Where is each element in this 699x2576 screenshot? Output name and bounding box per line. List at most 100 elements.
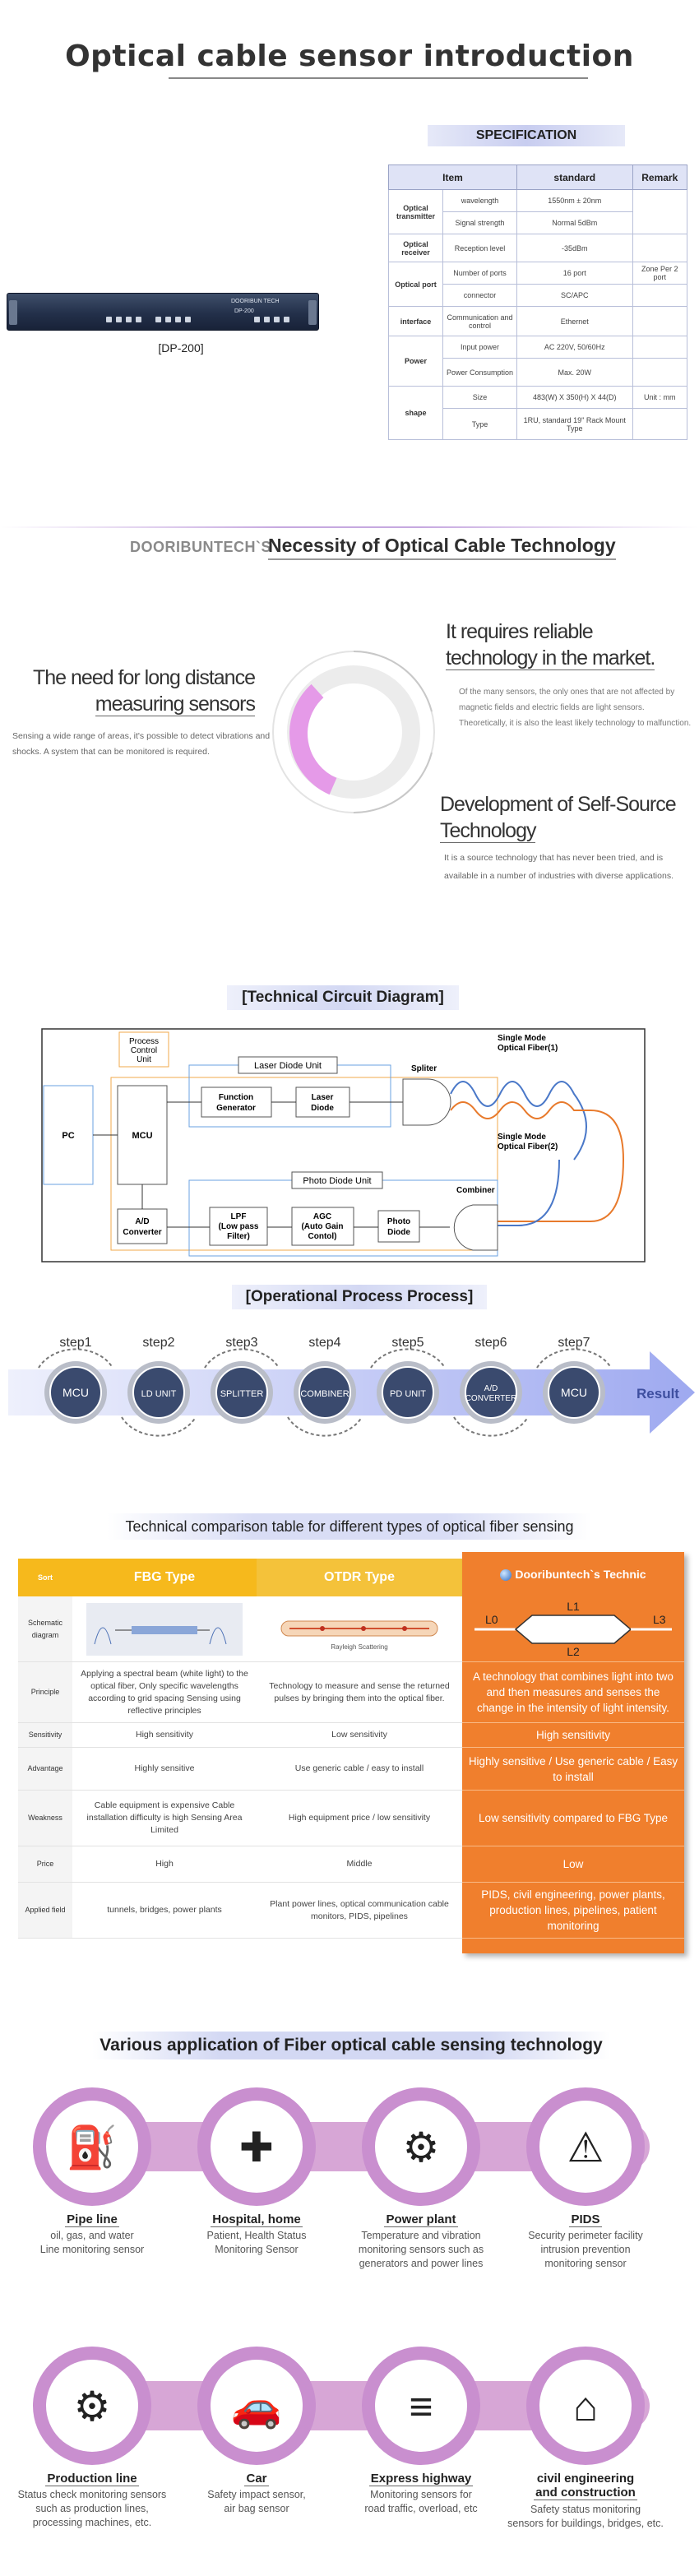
device-caption: [DP-200] bbox=[158, 341, 204, 354]
fiber-1 bbox=[450, 1081, 587, 1161]
rack-ear-left bbox=[9, 300, 17, 325]
sort-header: Sort bbox=[18, 1559, 72, 1596]
doori-l0: L0 bbox=[485, 1613, 498, 1626]
app-circle bbox=[375, 2101, 467, 2193]
step-arc bbox=[453, 1416, 529, 1437]
intruder-icon: ⚠ bbox=[567, 2124, 604, 2171]
need-title-line-2: measuring sensors bbox=[16, 691, 256, 717]
fiber2-label: Single Mode bbox=[498, 1133, 546, 1142]
reliable-title-underlined: technology in the market. bbox=[446, 646, 655, 670]
app-circle bbox=[46, 2101, 138, 2193]
process-control-box bbox=[118, 1031, 169, 1068]
fbg-cell bbox=[72, 1596, 257, 1662]
fbg-fiber bbox=[132, 1625, 197, 1634]
step-circle bbox=[382, 1366, 434, 1419]
splitter-shape bbox=[402, 1078, 451, 1126]
table-cell: Ethernet bbox=[516, 306, 633, 336]
step-arc bbox=[38, 1348, 113, 1369]
bridge-icon: ⌂ bbox=[573, 2384, 598, 2430]
fiber1-label: Single Mode bbox=[498, 1034, 546, 1043]
table-cell: Size bbox=[442, 386, 517, 409]
ring-arc-top bbox=[353, 650, 433, 712]
otdr-scatter-dot bbox=[320, 1625, 325, 1631]
doori-l2: L2 bbox=[567, 1645, 580, 1658]
table-cell bbox=[632, 189, 687, 234]
globe-icon bbox=[500, 1569, 512, 1582]
table-cell: Input power bbox=[442, 336, 517, 359]
table-cell: Communication and control bbox=[442, 306, 517, 336]
table-cell: Optical port bbox=[388, 262, 443, 307]
table-row: shape Size 483(W) X 350(H) X 44(D) Unit … bbox=[388, 386, 687, 440]
app-description-line: Security perimeter facility bbox=[528, 2230, 643, 2241]
table-cell: Max. 20W bbox=[516, 358, 633, 387]
device-port bbox=[155, 317, 161, 322]
result-label: Result bbox=[637, 1386, 679, 1402]
app-description-line: generators and power lines bbox=[359, 2258, 484, 2269]
function-generator-label: Generator bbox=[216, 1104, 256, 1113]
car-icon: 🚗 bbox=[231, 2384, 282, 2430]
device-brand: DOORIBUN TECH bbox=[231, 299, 280, 304]
photo-diode-box bbox=[377, 1210, 420, 1243]
row-label: Sensitivity bbox=[18, 1723, 72, 1748]
photo-diode-label: Photo bbox=[387, 1217, 410, 1226]
agc-label: AGC bbox=[313, 1212, 331, 1221]
app-description: Safety impact sensor,air bag sensor bbox=[170, 2488, 343, 2516]
app-title-line: civil engineering bbox=[536, 2472, 635, 2486]
row-label: Advantage bbox=[18, 1748, 72, 1791]
step-label: CONVERTER bbox=[465, 1394, 517, 1403]
step-arc bbox=[121, 1416, 197, 1437]
lpf-label: (Low pass bbox=[219, 1222, 259, 1231]
process-control-label: Control bbox=[131, 1046, 157, 1055]
applications-graphic: ⛽✚⚙⚠⚙🚗≡⌂ bbox=[33, 2087, 650, 2465]
app-description-line: Safety impact sensor, bbox=[207, 2489, 306, 2500]
table-cell: 16 port bbox=[516, 262, 633, 285]
photo-unit-label: Photo Diode Unit bbox=[303, 1176, 371, 1186]
applications-heading: Various application of Fiber optical cab… bbox=[92, 2032, 610, 2059]
step-label: MCU bbox=[62, 1386, 89, 1399]
app-title: Production line bbox=[10, 2472, 174, 2486]
app-description-line: road traffic, overload, etc bbox=[364, 2503, 478, 2514]
reliable-title: It requires reliable technology in the m… bbox=[446, 619, 692, 671]
row-label: Principle bbox=[18, 1662, 72, 1723]
factory-icon: ⚙ bbox=[403, 2124, 440, 2171]
circuit-heading: [Technical Circuit Diagram] bbox=[227, 985, 459, 1010]
step-label: SPLITTER bbox=[220, 1389, 264, 1399]
step-circle bbox=[548, 1366, 600, 1419]
laser-diode-box bbox=[295, 1086, 350, 1118]
table-cell: Optical transmitter bbox=[388, 189, 443, 234]
pc-label: PC bbox=[62, 1131, 74, 1141]
row-label: Schematic diagram bbox=[18, 1596, 72, 1662]
fbg-cell: High bbox=[72, 1846, 257, 1883]
device-port bbox=[126, 317, 132, 322]
doori-l3: L3 bbox=[653, 1613, 666, 1626]
app-title-text: Pipe line bbox=[65, 2212, 119, 2227]
lpf-label: LPF bbox=[231, 1212, 247, 1221]
otdr-cell: Middle bbox=[257, 1846, 462, 1883]
app-title: Power plant bbox=[339, 2212, 503, 2227]
step-arc bbox=[536, 1348, 612, 1369]
process-control-label: Process bbox=[129, 1037, 159, 1046]
row-label: Price bbox=[18, 1846, 72, 1883]
reliable-title-line-2: technology in the market. bbox=[446, 645, 692, 671]
table-cell: AC 220V, 50/60Hz bbox=[516, 336, 633, 359]
otdr-diagram: Rayleigh Scattering bbox=[280, 1620, 438, 1651]
agc-label: Contol) bbox=[308, 1232, 337, 1241]
table-cell: Reception level bbox=[442, 234, 517, 262]
agc-box bbox=[291, 1207, 354, 1246]
page-title: Optical cable sensor introduction bbox=[65, 39, 634, 73]
table-cell: connector bbox=[442, 284, 517, 307]
device-port bbox=[175, 317, 181, 322]
fbg-cell: High sensitivity bbox=[72, 1723, 257, 1748]
specification-table: Item standard Remark Optical transmitter… bbox=[388, 164, 687, 440]
fbg-spectrum-2 bbox=[209, 1627, 227, 1644]
necessity-title: Necessity of Optical Cable Technology bbox=[268, 535, 616, 560]
table-cell: wavelength bbox=[442, 189, 517, 212]
app-description-line: such as production lines, bbox=[35, 2503, 149, 2514]
device-model: DP-200 bbox=[234, 308, 254, 314]
agc-label: (Auto Gain bbox=[301, 1222, 343, 1231]
fbg-header: FBG Type bbox=[72, 1559, 257, 1596]
step-number: step1 bbox=[59, 1336, 91, 1350]
